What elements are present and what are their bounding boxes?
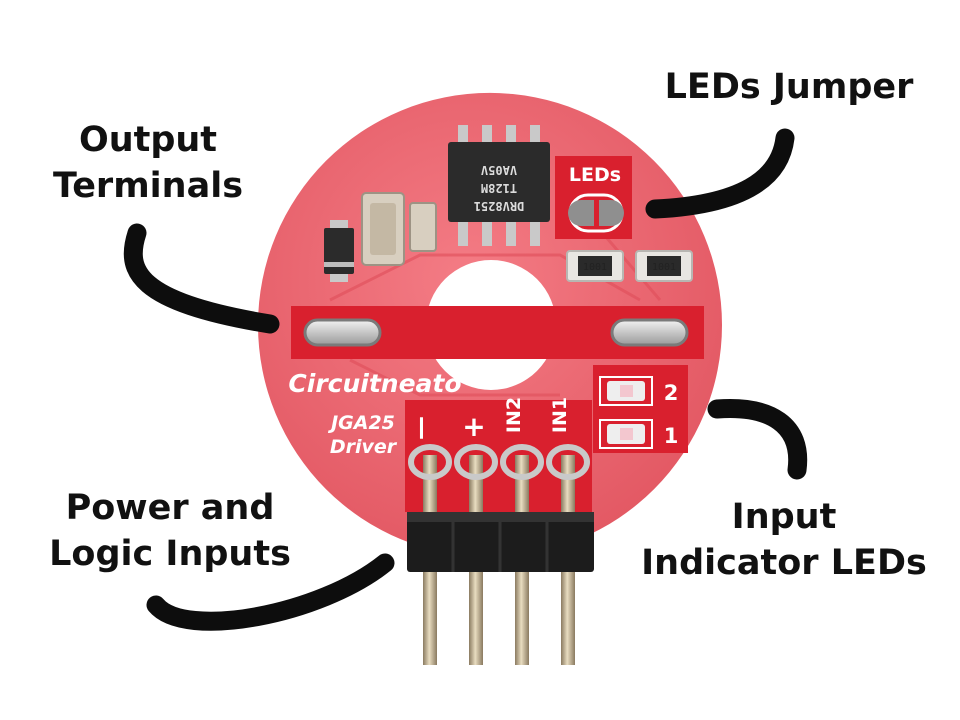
label-leds-jumper: LEDs Jumper (664, 67, 914, 107)
chip-marking-2: T128M (481, 181, 517, 195)
resistor-left: 1001 (566, 250, 624, 282)
pin-label-ground: — (406, 416, 434, 440)
pointer-strokes (123, 128, 808, 631)
brand-silkscreen: Circuitneato (288, 369, 461, 398)
led-number-1: 1 (664, 424, 679, 448)
model-sub-silkscreen: Driver (330, 436, 398, 458)
leds-jumper-pads (568, 193, 624, 233)
output-terminal-right (610, 318, 689, 347)
label-power-logic-inputs: Power and Logic Inputs (49, 488, 291, 574)
indicator-led-1 (599, 419, 653, 449)
driver-chip: VA05V T128M DRV8251 (448, 125, 550, 246)
indicator-led-2 (599, 376, 653, 406)
chip-marking-1: DRV8251 (474, 199, 525, 213)
resistor-right: 1001 (635, 250, 693, 282)
model-silkscreen: JGA25 (327, 412, 395, 434)
svg-text:1001: 1001 (652, 262, 676, 273)
leds-silkscreen: LEDs (569, 164, 621, 186)
pointer-leds-jumper (645, 128, 795, 219)
chip-marking-3: VA05V (481, 163, 517, 177)
label-output-terminals: Output Terminals (52, 120, 244, 206)
led-number-2: 2 (664, 381, 679, 405)
pin-label-in1: IN1 (549, 397, 571, 433)
diode (324, 220, 354, 282)
pointer-output-terminals (123, 223, 280, 334)
capacitor-small (409, 202, 437, 252)
pointer-power-inputs (146, 553, 395, 631)
label-input-indicator-leds: Input Indicator LEDs (641, 497, 927, 583)
pin-label-in2: IN2 (503, 397, 525, 433)
output-terminal-left (303, 318, 382, 347)
svg-text:1001: 1001 (583, 262, 607, 273)
pin-label-plus: + (462, 410, 485, 443)
capacitor-large (361, 192, 405, 266)
pointer-input-leds (707, 399, 808, 480)
header-pins (407, 444, 594, 665)
